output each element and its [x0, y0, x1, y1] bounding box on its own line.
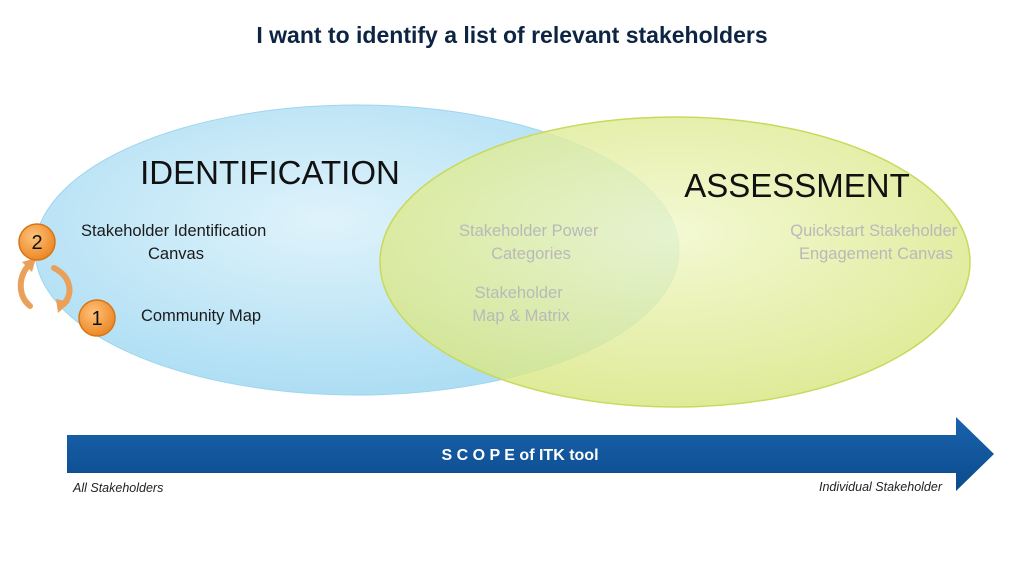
scope-arrow	[67, 417, 994, 491]
tool-stakeholder-identification-canvas: Stakeholder Identification Canvas	[81, 222, 271, 263]
assessment-heading: ASSESSMENT	[684, 167, 910, 204]
identification-heading: IDENTIFICATION	[140, 154, 400, 191]
label-individual-stakeholder: Individual Stakeholder	[819, 480, 943, 494]
step-badge-1: 1	[78, 299, 116, 337]
scope-arrow-label: S C O P E of ITK tool	[441, 447, 598, 464]
tool-stakeholder-map-matrix: Stakeholder Map & Matrix	[472, 284, 570, 325]
tool-line: Canvas	[148, 245, 204, 263]
tool-quickstart-engagement-canvas: Quickstart Stakeholder Engagement Canvas	[790, 222, 962, 263]
cycle-arrows-icon	[17, 263, 73, 309]
step-number: 1	[91, 308, 102, 330]
label-all-stakeholders: All Stakeholders	[72, 481, 163, 495]
cycle-arrowheads	[22, 258, 70, 313]
tool-community-map: Community Map	[141, 307, 261, 325]
tool-line: Categories	[491, 245, 571, 263]
tool-line: Stakeholder Power	[459, 222, 599, 240]
tool-line: Stakeholder	[475, 284, 564, 302]
scope-label-spaced: S C O P E	[441, 447, 515, 464]
tool-line: Map & Matrix	[472, 307, 570, 325]
assessment-circle	[379, 116, 971, 408]
step-badge-2: 2	[18, 223, 56, 261]
tool-stakeholder-power-categories: Stakeholder Power Categories	[459, 222, 603, 263]
tool-line: Stakeholder Identification	[81, 222, 266, 240]
tool-line: Quickstart Stakeholder	[790, 222, 957, 240]
scope-label-rest: of ITK tool	[515, 447, 599, 464]
tool-line: Engagement Canvas	[799, 245, 953, 263]
slide-title: I want to identify a list of relevant st…	[256, 22, 768, 48]
step-number: 2	[31, 232, 42, 254]
